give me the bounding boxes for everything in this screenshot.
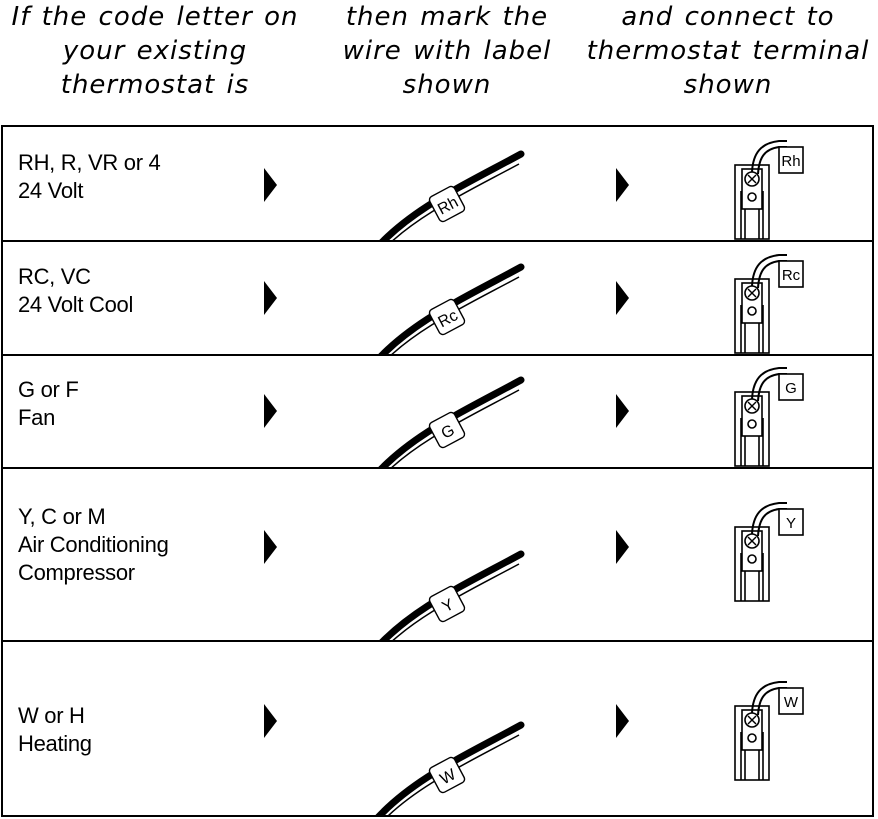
table-row: RH, R, VR or 4 24 Volt Rh (3, 127, 872, 242)
table-row: G or F Fan G G (3, 356, 872, 469)
code-line: W or H (18, 703, 85, 728)
thermostat-terminal-icon: Y (734, 502, 804, 602)
header-code-letter: If the code letter on your existing ther… (0, 0, 310, 102)
header-line: shown (402, 70, 492, 100)
header-line: thermostat is (60, 70, 250, 100)
code-line: G or F (18, 377, 79, 402)
terminal-label-text: G (785, 380, 797, 397)
code-line: 24 Volt (18, 178, 84, 203)
header-mark-wire: then mark the wire with label shown (322, 0, 572, 102)
code-line: Heating (18, 731, 92, 756)
table-row: RC, VC 24 Volt Cool Rc (3, 242, 872, 356)
header-line: wire with label (342, 36, 552, 66)
header-line: and connect to (621, 2, 835, 32)
code-line: RH, R, VR or 4 (18, 150, 161, 175)
right-arrow-icon (616, 168, 629, 202)
code-line: Fan (18, 405, 56, 430)
thermostat-terminal-icon: W (734, 681, 804, 781)
labeled-wire-icon: W (375, 721, 525, 815)
right-arrow-icon (264, 530, 277, 564)
header-line: then mark the (345, 2, 549, 32)
thermostat-terminal-icon: G (734, 367, 804, 467)
labeled-wire-icon: Y (379, 550, 525, 640)
right-arrow-icon (616, 704, 629, 738)
header-connect-terminal: and connect to thermostat terminal shown (578, 0, 878, 102)
header-line: thermostat terminal (586, 36, 870, 66)
labeled-wire-icon: Rh (379, 150, 525, 240)
header-line: shown (683, 70, 773, 100)
code-letter-cell: W or H Heating (18, 702, 92, 758)
code-line: Y, C or M (18, 504, 106, 529)
code-letter-cell: G or F Fan (18, 376, 79, 432)
thermostat-terminal-icon: Rh (734, 140, 804, 240)
right-arrow-icon (616, 394, 629, 428)
terminal-label-text: Rc (782, 267, 801, 284)
right-arrow-icon (264, 394, 277, 428)
code-letter-cell: RH, R, VR or 4 24 Volt (18, 149, 161, 205)
right-arrow-icon (616, 530, 629, 564)
code-letter-cell: Y, C or M Air Conditioning Compressor (18, 503, 169, 587)
wiring-table: RH, R, VR or 4 24 Volt Rh (1, 125, 874, 817)
header-line: If the code letter on (11, 2, 299, 32)
right-arrow-icon (616, 281, 629, 315)
right-arrow-icon (264, 168, 277, 202)
code-letter-cell: RC, VC 24 Volt Cool (18, 263, 133, 319)
table-row: W or H Heating W W (3, 642, 872, 815)
table-row: Y, C or M Air Conditioning Compressor Y (3, 469, 872, 642)
terminal-label-text: W (784, 694, 799, 711)
terminal-label-text: Y (786, 515, 796, 532)
terminal-label-text: Rh (781, 153, 800, 170)
column-headers: If the code letter on your existing ther… (0, 0, 878, 125)
header-line: your existing (62, 36, 248, 66)
code-line: Compressor (18, 560, 135, 585)
right-arrow-icon (264, 704, 277, 738)
right-arrow-icon (264, 281, 277, 315)
code-line: RC, VC (18, 264, 91, 289)
thermostat-terminal-icon: Rc (734, 254, 804, 354)
code-line: 24 Volt Cool (18, 292, 134, 317)
labeled-wire-icon: G (378, 376, 525, 467)
labeled-wire-icon: Rc (378, 263, 525, 354)
code-line: Air Conditioning (18, 532, 169, 557)
